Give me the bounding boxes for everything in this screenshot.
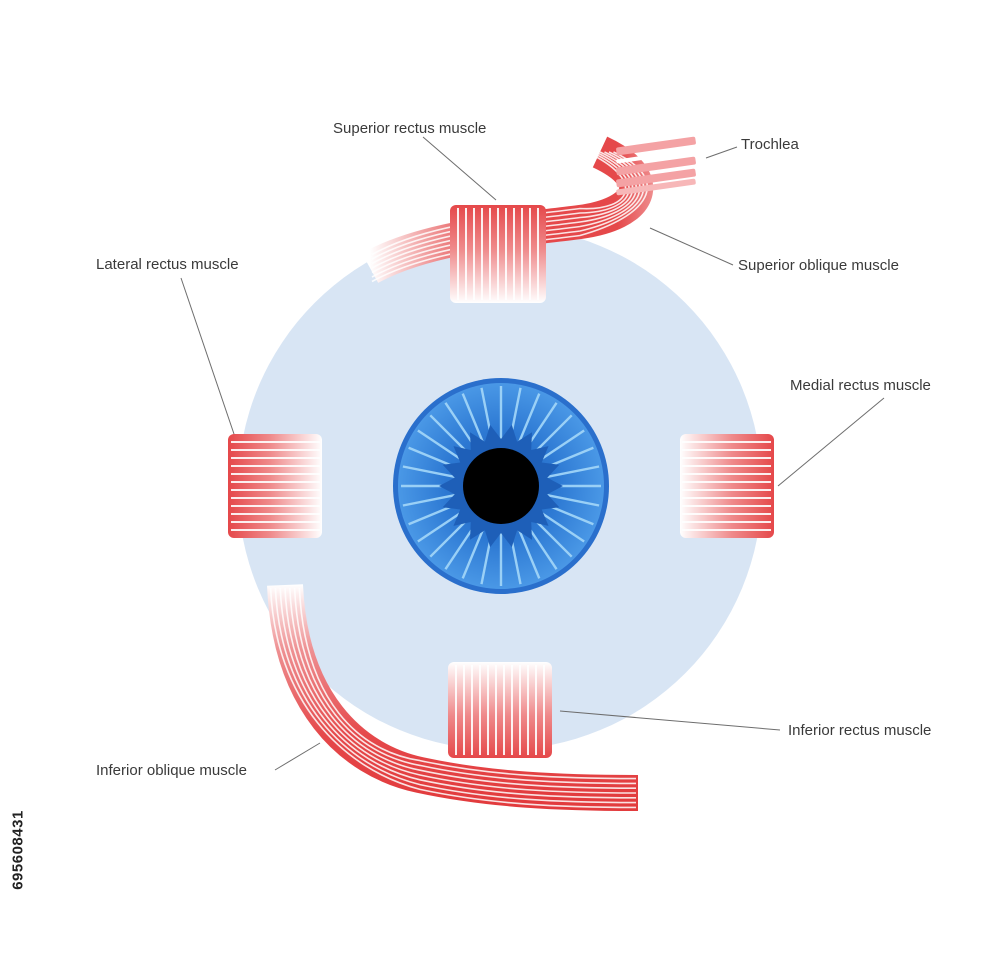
muscle-fiber <box>538 510 585 543</box>
muscle-fiber <box>538 429 585 462</box>
stock-id-text: 695608431 <box>9 810 27 890</box>
trochlea <box>616 136 696 196</box>
muscle-fiber <box>298 587 637 780</box>
leader-inferior-rectus <box>559 710 781 731</box>
muscle-fiber <box>417 429 464 462</box>
leader-trochlea <box>705 146 738 159</box>
label-lateral-rectus: Lateral rectus muscle <box>96 256 239 273</box>
leader-medial-rectus <box>777 397 885 487</box>
muscle-fiber <box>517 528 541 579</box>
leader-inferior-oblique <box>274 742 321 771</box>
muscle-fiber <box>517 393 541 444</box>
muscle-fiber <box>532 414 573 455</box>
muscle-fiber <box>274 587 637 804</box>
inferior-oblique-muscle <box>267 584 639 811</box>
muscle-fiber <box>545 493 600 507</box>
muscle-fiber <box>279 587 637 799</box>
muscle-fiber <box>293 587 637 785</box>
muscle-fiber <box>269 587 637 809</box>
leader-lateral-rectus <box>180 277 235 435</box>
label-superior-oblique: Superior oblique muscle <box>738 257 899 274</box>
label-inferior-rectus: Inferior rectus muscle <box>788 722 931 739</box>
lateral-rectus-muscle <box>228 434 322 538</box>
muscle-fiber <box>417 510 464 543</box>
muscle-fiber <box>461 393 485 444</box>
muscle-fiber <box>284 587 637 794</box>
muscle-fiber <box>402 493 457 507</box>
label-trochlea: Trochlea <box>741 136 799 153</box>
leader-lines <box>180 136 885 771</box>
pupil <box>463 448 539 524</box>
muscle-fiber <box>289 587 637 789</box>
label-superior-rectus: Superior rectus muscle <box>333 120 486 137</box>
leader-superior-oblique <box>649 227 734 266</box>
leader-superior-rectus <box>422 136 497 201</box>
stock-id: 695608431 <box>6 740 30 960</box>
label-inferior-oblique: Inferior oblique muscle <box>96 762 247 779</box>
muscle-fiber <box>429 414 470 455</box>
muscle-fiber <box>461 528 485 579</box>
muscle-fiber <box>429 517 470 558</box>
muscle-fiber <box>532 517 573 558</box>
superior-rectus-muscle <box>450 205 546 303</box>
muscle-fiber <box>402 465 457 479</box>
medial-rectus-muscle <box>680 434 774 538</box>
muscle-fiber <box>545 465 600 479</box>
inferior-rectus-muscle <box>448 662 552 758</box>
label-medial-rectus: Medial rectus muscle <box>790 377 931 394</box>
